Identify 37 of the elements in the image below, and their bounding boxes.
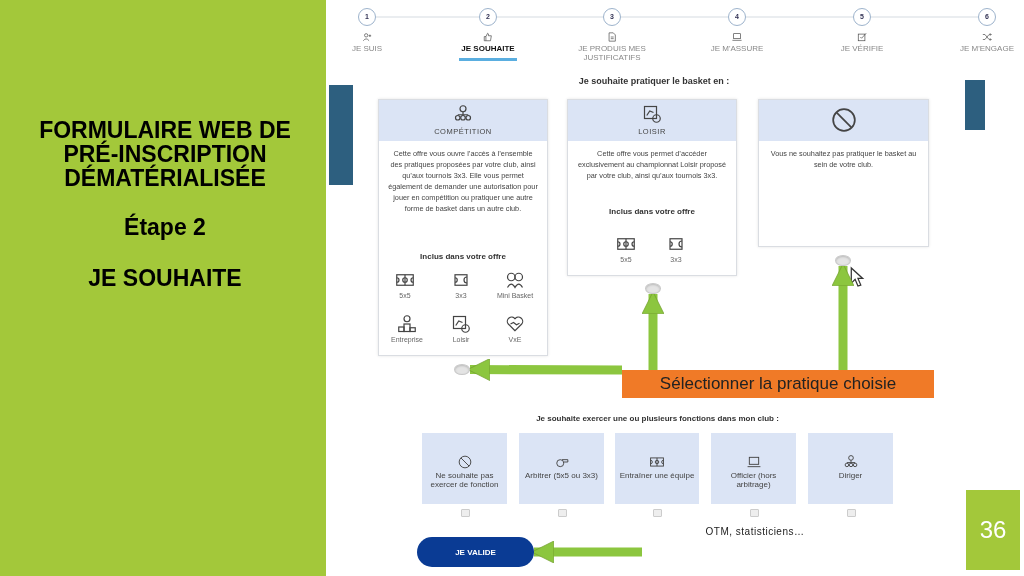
function-card bbox=[519, 433, 604, 504]
page-number: 36 bbox=[966, 490, 1020, 570]
step-label: JE PRODUIS MES JUSTIFICATIFS bbox=[577, 44, 647, 62]
arrow bbox=[831, 263, 855, 370]
step-label: JE VÉRIFIE bbox=[839, 44, 885, 53]
function-label: Diriger bbox=[837, 471, 864, 480]
radio-button bbox=[645, 283, 661, 294]
function-card bbox=[615, 433, 699, 504]
form-question: Je souhaite pratiquer le basket en : bbox=[577, 76, 731, 86]
step-name: JE SOUHAITE bbox=[88, 265, 242, 292]
arrow bbox=[641, 291, 665, 370]
function-label: Ne souhaite pas exercer de fonction bbox=[429, 471, 500, 489]
panel-title: FORMULAIRE WEB DE PRÉ-INSCRIPTION DÉMATÉRIALISÉE bbox=[38, 118, 292, 190]
function-card bbox=[711, 433, 796, 504]
function-label: Entraîner une équipe bbox=[618, 471, 696, 480]
section-heading: Inclus dans votre offre bbox=[608, 207, 696, 216]
function-label: Officier (hors arbitrage) bbox=[729, 471, 778, 489]
offer-card bbox=[567, 99, 737, 276]
note: OTM, statisticiens… bbox=[704, 526, 806, 537]
arrow bbox=[531, 540, 642, 564]
callout-box: Sélectionner la pratique choisie bbox=[622, 370, 934, 398]
arrow bbox=[467, 358, 622, 381]
radio-button bbox=[835, 255, 851, 266]
step-label: JE SOUHAITE bbox=[460, 44, 516, 53]
step-label: JE M'ASSURE bbox=[709, 44, 765, 53]
offer-card bbox=[378, 99, 548, 356]
step-label: JE M'ENGAGE bbox=[959, 44, 1015, 53]
section-heading: Inclus dans votre offre bbox=[419, 252, 507, 261]
function-card bbox=[422, 433, 507, 504]
radio-button bbox=[454, 364, 470, 375]
submit-button: JE VALIDE bbox=[417, 537, 534, 567]
function-label: Arbitrer (5x5 ou 3x3) bbox=[524, 471, 599, 480]
step-number: Étape 2 bbox=[124, 214, 206, 241]
form-question: Je souhaite exercer une ou plusieurs fonctions dans mon club : bbox=[535, 414, 780, 423]
function-card bbox=[808, 433, 893, 504]
step-label: JE SUIS bbox=[350, 44, 384, 53]
offer-card bbox=[758, 99, 929, 247]
